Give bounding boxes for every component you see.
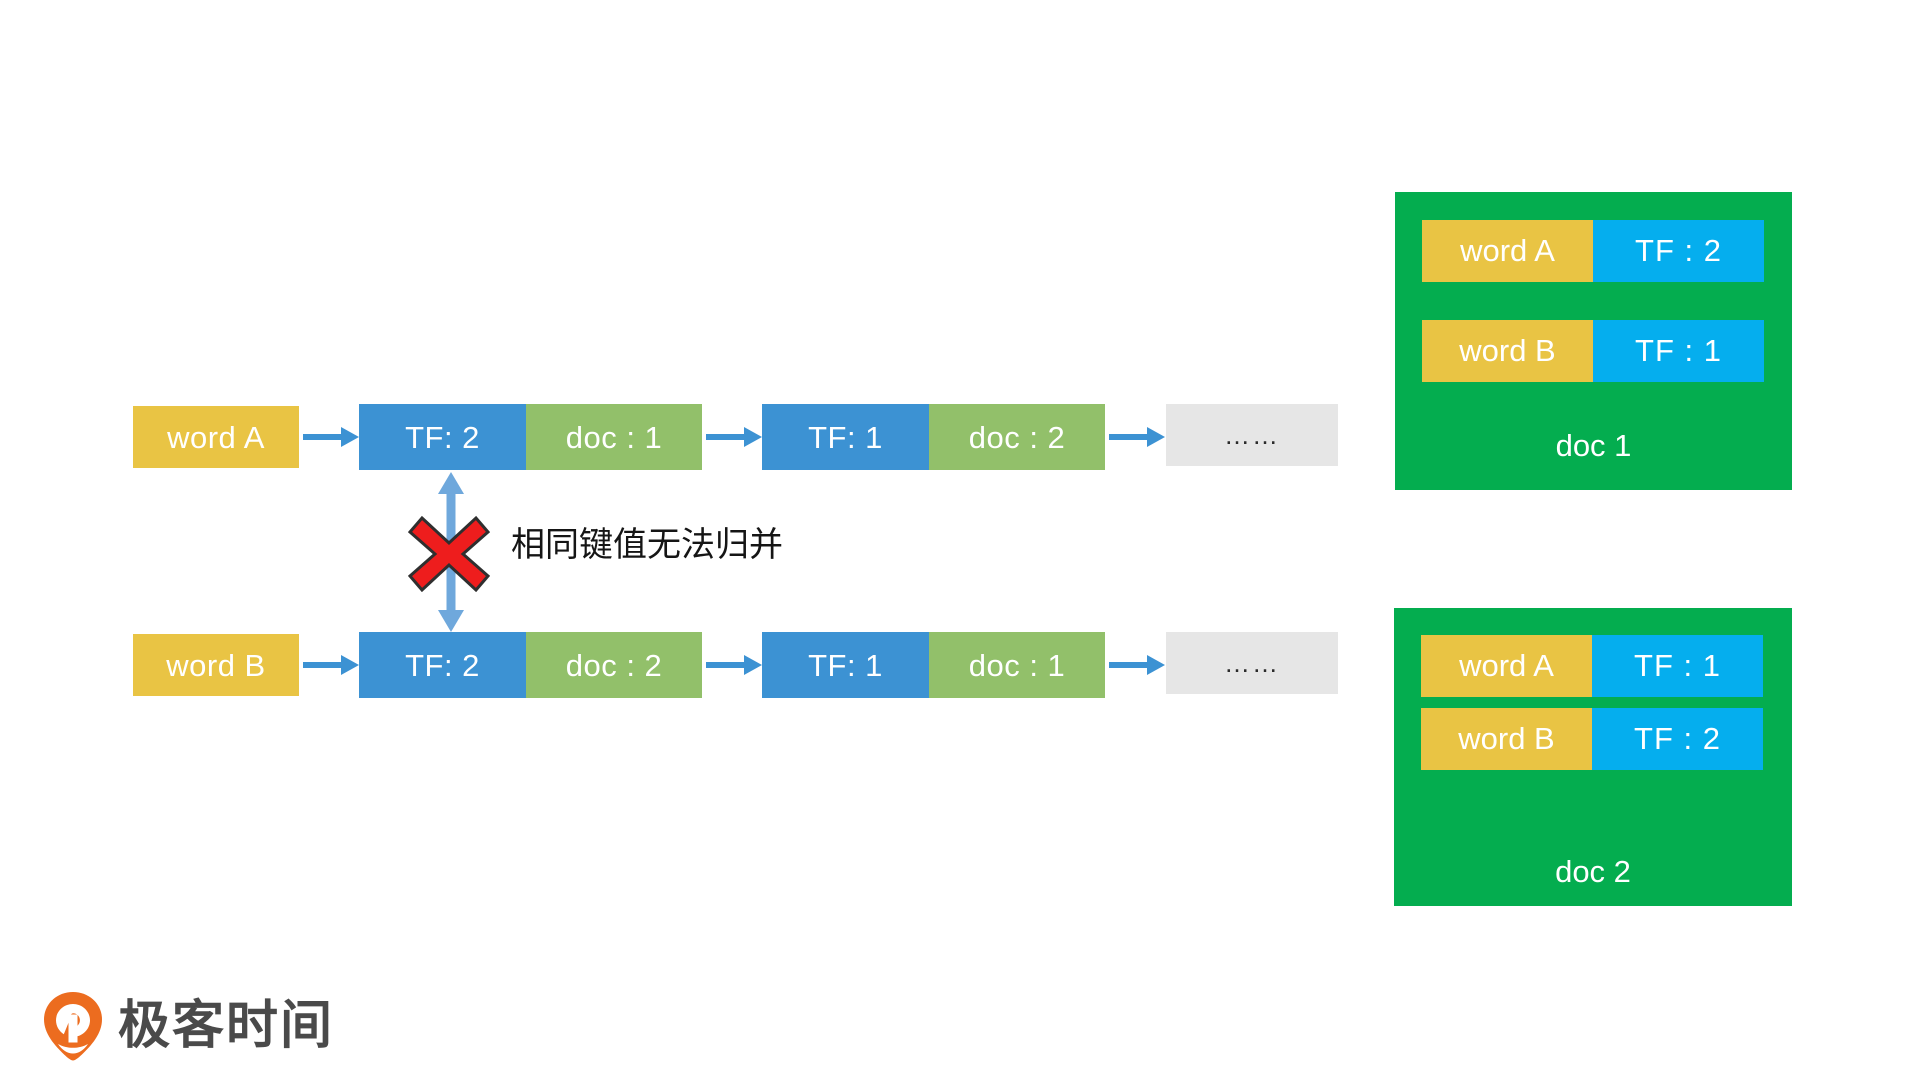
- posting-node-tf-a2: TF: 1: [762, 404, 929, 470]
- posting-key-word-b: word B: [133, 634, 299, 696]
- arrow-key-to-node-1: [303, 427, 359, 447]
- posting-tail-row-a: ……: [1166, 404, 1338, 466]
- arrow-node-2-to-tail-row-a: [1109, 427, 1165, 447]
- posting-node-doc-b2: doc : 1: [929, 632, 1105, 698]
- posting-node-doc-a1: doc : 1: [526, 404, 702, 470]
- arrow-node-1-to-node-2-row-b: [706, 655, 762, 675]
- doc-2-row-2-tf: TF : 2: [1592, 708, 1763, 770]
- doc-2-row-1: word A TF : 1: [1421, 635, 1763, 697]
- doc-1-row-2-tf: TF : 1: [1593, 320, 1764, 382]
- posting-node-doc-a2: doc : 2: [929, 404, 1105, 470]
- arrow-key-to-node-1-row-b: [303, 655, 359, 675]
- posting-node-tf-b2: TF: 1: [762, 632, 929, 698]
- brand-logo: 极客时间: [42, 990, 334, 1062]
- doc-1-row-1-word: word A: [1422, 220, 1593, 282]
- doc-1-label: doc 1: [1555, 428, 1632, 463]
- doc-1-row-1-tf: TF : 2: [1593, 220, 1764, 282]
- posting-node-tf-a1: TF: 2: [359, 404, 526, 470]
- doc-1-row-2-word: word B: [1422, 320, 1593, 382]
- arrow-node-1-to-node-2-row-a: [706, 427, 762, 447]
- arrow-node-2-to-tail-row-b: [1109, 655, 1165, 675]
- doc-2-row-1-tf: TF : 1: [1592, 635, 1763, 697]
- doc-1-row-2: word B TF : 1: [1422, 320, 1764, 382]
- red-x-mark-icon: [408, 515, 490, 592]
- doc-2-label: doc 2: [1555, 854, 1631, 889]
- doc-1-row-1: word A TF : 2: [1422, 220, 1764, 282]
- posting-key-word-a: word A: [133, 406, 299, 468]
- brand-logo-text: 极客时间: [118, 996, 335, 1056]
- doc-2-row-2-word: word B: [1421, 708, 1592, 770]
- doc-2-row-2: word B TF : 2: [1421, 708, 1763, 770]
- posting-node-doc-b1: doc : 2: [526, 632, 702, 698]
- posting-node-tf-b1: TF: 2: [359, 632, 526, 698]
- posting-tail-row-b: ……: [1166, 632, 1338, 694]
- annotation-label: 相同键值无法归并: [511, 525, 783, 565]
- doc-container-2: word A TF : 1 word B TF : 2 doc 2: [1394, 608, 1792, 906]
- doc-container-1: word A TF : 2 word B TF : 1 doc 1: [1395, 192, 1792, 490]
- doc-2-row-1-word: word A: [1421, 635, 1592, 697]
- geektime-logo-mark-icon: [44, 992, 102, 1061]
